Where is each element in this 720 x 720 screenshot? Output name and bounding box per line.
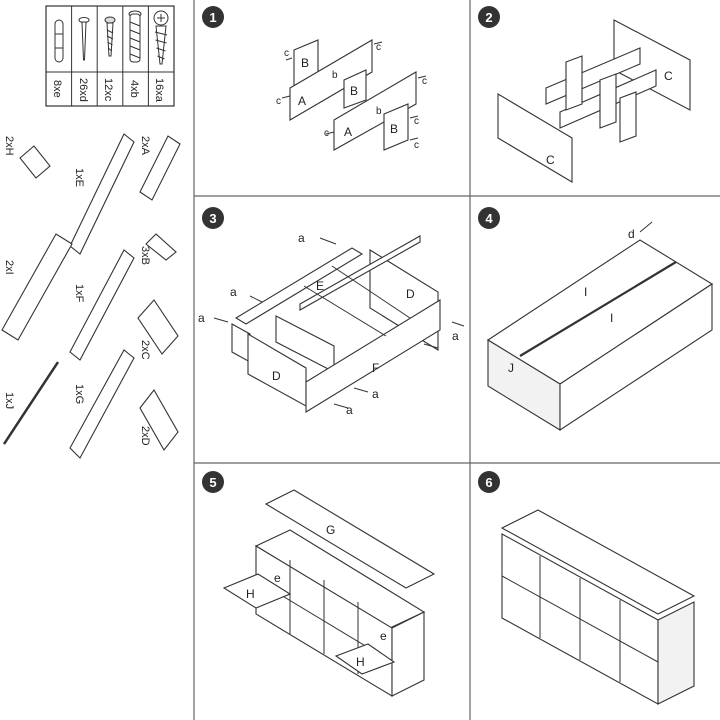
hardware-label-c: 12xc xyxy=(102,78,114,102)
step-3-label: F xyxy=(372,361,379,375)
step-1-label: c xyxy=(422,76,427,87)
step-5: 5 G H H e e xyxy=(202,471,436,697)
step-1-label: c xyxy=(324,128,329,139)
step-5-label: G xyxy=(326,523,335,537)
small-screw-icon xyxy=(104,16,116,57)
step-1-label: b xyxy=(376,106,382,117)
step-1-label: A xyxy=(298,94,306,108)
part-D-panel xyxy=(139,389,179,451)
hardware-table: 8xe 26xd 12xc 4xb 16xa xyxy=(45,5,175,107)
step-3-label: a xyxy=(372,387,379,401)
part-I-panel xyxy=(1,233,73,341)
step-number: 4 xyxy=(485,211,493,226)
step-5-label: e xyxy=(274,571,281,585)
step-number-badge xyxy=(202,6,224,28)
nail-icon xyxy=(78,17,90,61)
part-label-H: 2xH xyxy=(3,136,15,156)
step-number: 2 xyxy=(485,10,492,25)
part-label-E: 1xE xyxy=(73,168,85,187)
step-6: 6 xyxy=(478,471,696,705)
part-label-C: 2xC xyxy=(139,340,151,360)
step-4-label: d xyxy=(628,227,635,241)
step-5-label: e xyxy=(380,629,387,643)
part-G-panel xyxy=(69,349,135,459)
hardware-label-b: 4xb xyxy=(128,80,140,98)
part-label-B: 3xB xyxy=(139,246,151,265)
part-J-rod xyxy=(2,361,60,445)
step-number: 1 xyxy=(209,10,216,25)
step-3-label: a xyxy=(198,311,205,325)
step-number-badge xyxy=(478,207,500,229)
part-E-panel xyxy=(69,133,135,255)
cam-bolt-icon xyxy=(128,10,142,63)
step-1-label: c xyxy=(414,116,419,127)
step-1-label: c xyxy=(376,42,381,53)
part-F-panel xyxy=(69,249,135,361)
step-1-label: c xyxy=(284,48,289,59)
hardware-label-d: 26xd xyxy=(77,78,89,102)
step-1-label: B xyxy=(390,122,398,136)
parts-list: 2xH 1xE 2xA 2xI 1xF 3xB 2xC 1xJ 1xG 2xD xyxy=(1,133,181,459)
part-H-panel xyxy=(19,145,51,179)
step-1-label: B xyxy=(301,56,309,70)
hardware-label-e: 8xe xyxy=(51,80,63,98)
wood-screw-icon xyxy=(153,10,169,65)
step-1-label: c xyxy=(414,140,419,151)
step-number: 5 xyxy=(209,475,216,490)
part-B-panel xyxy=(145,233,177,261)
step-2-label: C xyxy=(546,153,555,167)
part-label-A: 2xA xyxy=(139,136,151,156)
part-label-I: 2xI xyxy=(3,260,15,275)
step-number-badge xyxy=(202,471,224,493)
step-1-label: B xyxy=(350,84,358,98)
step-3-label: a xyxy=(452,329,459,343)
step-1-label: c xyxy=(276,96,281,107)
part-label-G: 1xG xyxy=(73,384,85,404)
step-3-label: E xyxy=(316,279,324,293)
dowel-icon xyxy=(54,19,64,63)
step-4-label: I xyxy=(610,311,613,325)
step-number: 3 xyxy=(209,211,216,226)
step-3: 3 E D D F a a a a a a xyxy=(198,207,465,417)
step-5-label: H xyxy=(246,587,255,601)
step-3-label: a xyxy=(230,285,237,299)
step-4: 4 I I J d xyxy=(478,207,714,432)
step-2: 2 C C xyxy=(478,6,691,183)
step-number: 6 xyxy=(485,475,492,490)
step-4-label: J xyxy=(508,361,514,375)
step-number-badge xyxy=(478,471,500,493)
hardware-label-a: 16xa xyxy=(153,78,165,103)
step-4-label: I xyxy=(584,285,587,299)
step-3-label: a xyxy=(346,403,353,417)
part-label-D: 2xD xyxy=(139,426,151,446)
step-1-label: A xyxy=(344,125,352,139)
step-3-label: D xyxy=(406,287,415,301)
step-2-label: C xyxy=(664,69,673,83)
step-5-label: H xyxy=(356,655,365,669)
part-label-F: 1xF xyxy=(73,284,85,303)
step-number-badge xyxy=(202,207,224,229)
step-number-badge xyxy=(478,6,500,28)
part-label-J: 1xJ xyxy=(3,392,15,409)
part-A-panel xyxy=(139,135,181,201)
step-3-label: D xyxy=(272,369,281,383)
part-C-panel xyxy=(137,299,179,355)
step-1-label: b xyxy=(332,70,338,81)
step-3-label: a xyxy=(298,231,305,245)
step-1: 1 B A B A B c c c c b b c c c xyxy=(202,6,427,151)
step-grid-lines xyxy=(193,0,720,720)
